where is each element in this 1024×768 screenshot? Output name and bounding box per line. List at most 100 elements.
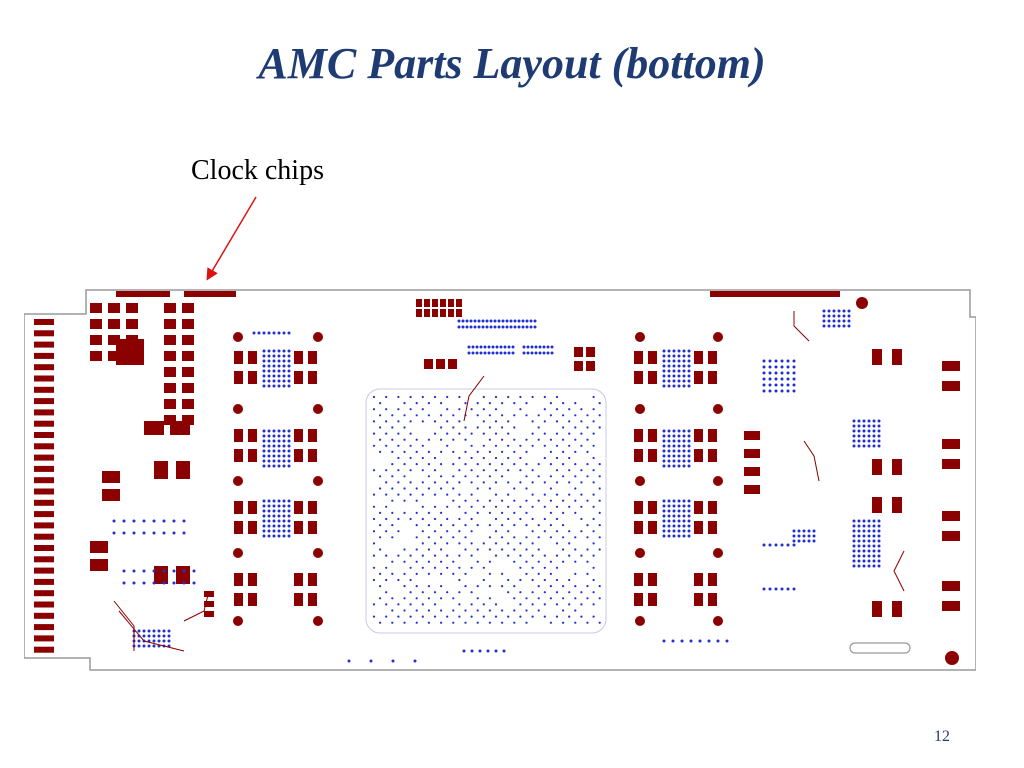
component-pad: [126, 319, 138, 329]
bga-via: [513, 561, 515, 563]
bga-via: [593, 469, 595, 471]
bga-via: [519, 555, 521, 557]
bga-via: [507, 420, 509, 422]
edge-finger: [34, 387, 54, 393]
via: [668, 380, 671, 383]
component-pad: [170, 421, 190, 435]
via: [858, 425, 861, 428]
component-pad: [694, 429, 703, 442]
bga-via: [483, 420, 485, 422]
bga-via: [464, 463, 466, 465]
via: [273, 520, 276, 523]
via: [813, 530, 816, 533]
bga-via: [422, 518, 424, 520]
bga-via: [538, 475, 540, 477]
component-pad: [308, 429, 317, 442]
via: [153, 570, 156, 573]
via: [878, 535, 881, 538]
bga-via: [477, 524, 479, 526]
bga-via: [593, 518, 595, 520]
bga-via: [422, 591, 424, 593]
bga-via: [532, 542, 534, 544]
via: [668, 520, 671, 523]
via: [828, 320, 831, 323]
bga-via: [489, 524, 491, 526]
component-pad: [694, 521, 703, 534]
component-pad: [248, 449, 257, 462]
bga-via: [507, 457, 509, 459]
mount-hole: [313, 548, 323, 558]
via: [530, 320, 533, 323]
via: [688, 430, 691, 433]
bga-via: [385, 530, 387, 532]
bga-via: [458, 481, 460, 483]
component-pad: [574, 347, 583, 357]
via: [668, 365, 671, 368]
bga-via: [544, 616, 546, 618]
bga-via: [532, 518, 534, 520]
bga-via: [483, 567, 485, 569]
via: [263, 515, 266, 518]
component-pad: [108, 319, 120, 329]
component-pad: [416, 309, 422, 317]
via: [663, 460, 666, 463]
via: [673, 430, 676, 433]
via: [283, 435, 286, 438]
via: [183, 532, 186, 535]
via: [462, 326, 465, 329]
via: [163, 630, 166, 633]
bga-via: [471, 457, 473, 459]
via: [273, 510, 276, 513]
via: [853, 525, 856, 528]
via: [673, 500, 676, 503]
bga-via: [544, 445, 546, 447]
via: [663, 500, 666, 503]
bga-via: [458, 420, 460, 422]
component-pad: [248, 371, 257, 384]
via: [803, 530, 806, 533]
bga-via: [410, 420, 412, 422]
via: [868, 520, 871, 523]
bga-via: [422, 408, 424, 410]
component-pad: [648, 351, 657, 364]
via: [853, 545, 856, 548]
bga-via: [385, 518, 387, 520]
bga-via: [428, 439, 430, 441]
via: [813, 540, 816, 543]
bga-via: [428, 585, 430, 587]
bga-via: [410, 481, 412, 483]
bga-via: [373, 542, 375, 544]
bga-via: [397, 420, 399, 422]
bga-via: [410, 469, 412, 471]
bga-via: [556, 506, 558, 508]
bga-via: [458, 530, 460, 532]
via: [673, 370, 676, 373]
bga-via: [452, 524, 454, 526]
via: [551, 346, 554, 349]
bga-via: [507, 616, 509, 618]
component-pad: [234, 501, 243, 514]
bga-via: [403, 463, 405, 465]
via: [487, 650, 490, 653]
component-pad: [424, 309, 430, 317]
via: [769, 372, 772, 375]
component-pad: [586, 347, 595, 357]
bga-via: [471, 616, 473, 618]
bga-via: [599, 585, 601, 587]
bga-via: [586, 548, 588, 550]
component-pad: [234, 593, 243, 606]
arrow-line: [208, 197, 256, 278]
bga-via: [391, 463, 393, 465]
edge-finger: [34, 511, 54, 517]
bga-via: [532, 420, 534, 422]
bga-via: [538, 439, 540, 441]
bga-via: [434, 420, 436, 422]
bga-via: [379, 475, 381, 477]
bga-via: [489, 451, 491, 453]
via: [688, 505, 691, 508]
via: [775, 588, 778, 591]
via: [848, 315, 851, 318]
component-pad: [942, 581, 960, 591]
via: [663, 455, 666, 458]
bga-via: [562, 548, 564, 550]
